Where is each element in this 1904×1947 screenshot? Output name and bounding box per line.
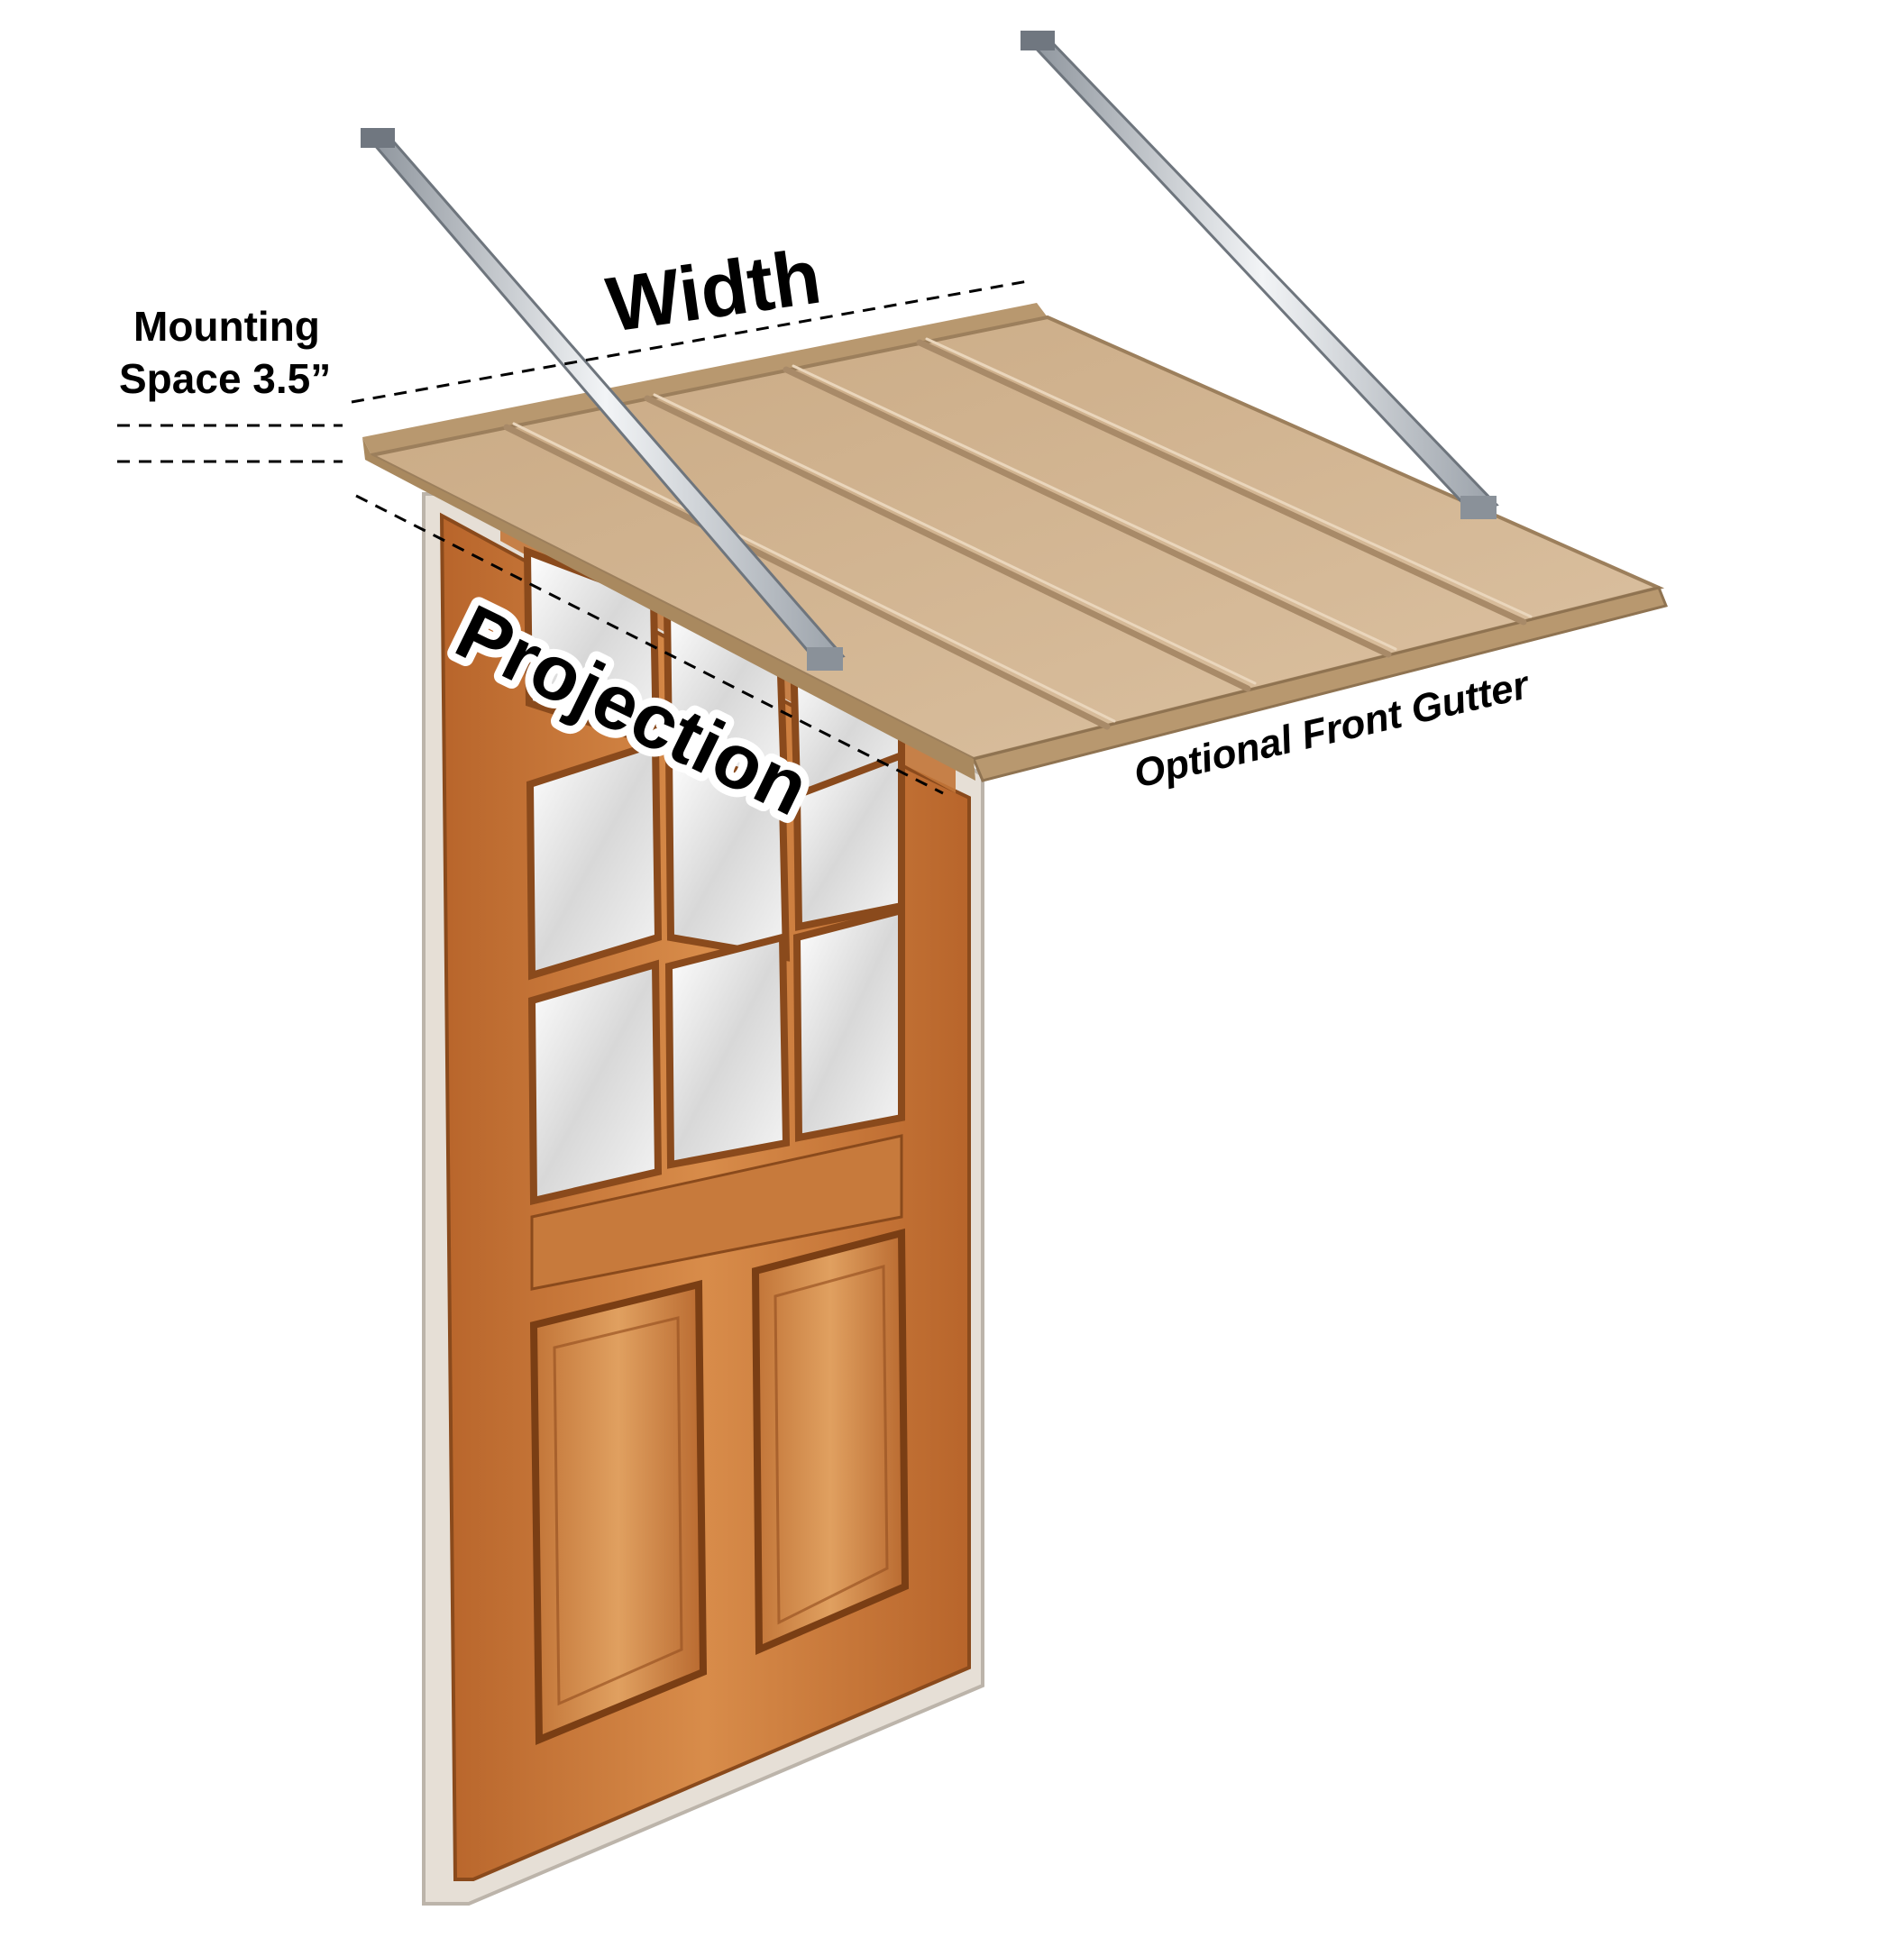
strut-bracket <box>361 128 395 148</box>
glass-pane <box>530 744 658 975</box>
strut-bracket <box>807 647 843 671</box>
glass-pane <box>532 964 658 1201</box>
glass-pane <box>669 937 786 1165</box>
mounting-label-line2: Space 3.5” <box>119 355 331 402</box>
width-label: Width <box>601 233 826 349</box>
strut-bracket <box>1460 496 1497 519</box>
mounting-label-line1: Mounting <box>133 303 320 350</box>
glass-pane <box>797 910 902 1138</box>
strut-bracket <box>1021 31 1055 50</box>
